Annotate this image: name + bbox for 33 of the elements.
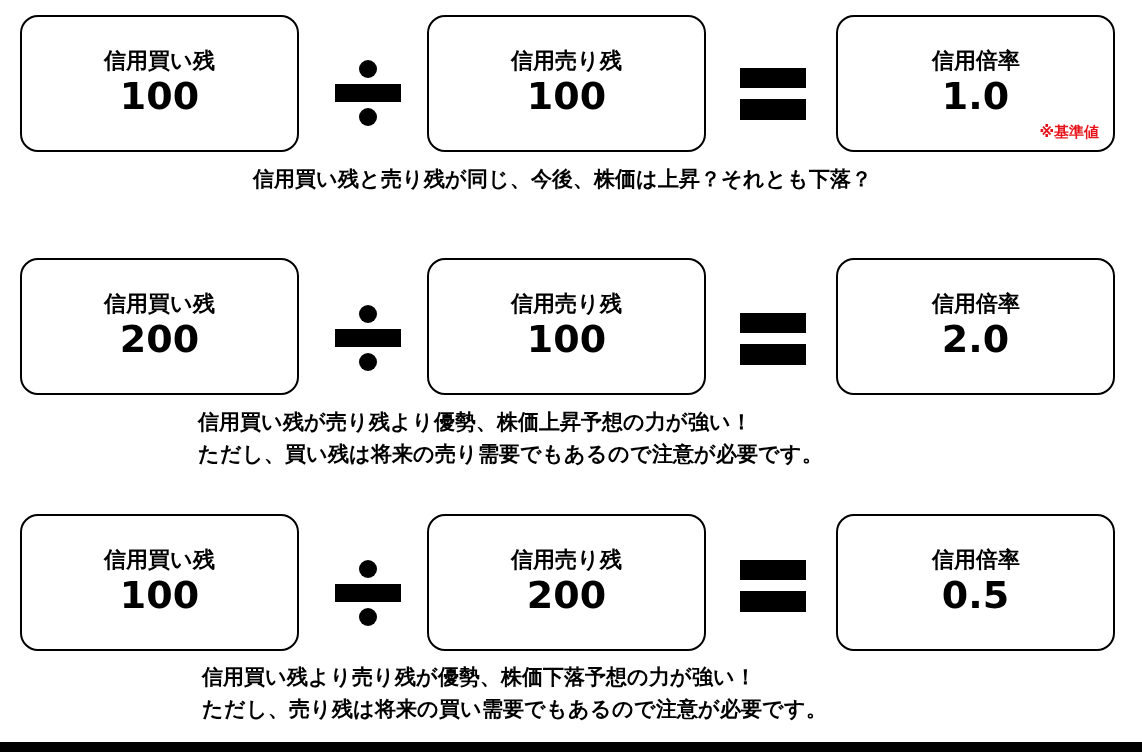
- box-value: 100: [119, 572, 200, 619]
- box-value: 100: [526, 316, 607, 363]
- value-box: [20, 258, 299, 395]
- explanation-text: 信用買い残と売り残が同じ、今後、株価は上昇？それとも下落？: [252, 166, 872, 193]
- box-value: 1.0: [941, 73, 1010, 120]
- box-heading: 信用倍率: [931, 290, 1020, 317]
- box-value: 200: [119, 316, 200, 363]
- explanation-text: 信用買い残が売り残より優勢、株価上昇予想の力が強い！: [198, 409, 752, 436]
- box-heading: 信用売り残: [511, 47, 622, 74]
- value-box: [20, 514, 299, 651]
- box-value: 2.0: [941, 316, 1010, 363]
- value-box: [20, 15, 299, 152]
- value-box: [836, 15, 1115, 152]
- value-box: [427, 15, 706, 152]
- box-heading: 信用売り残: [511, 290, 622, 317]
- value-box: [427, 258, 706, 395]
- box-heading: 信用買い残: [104, 47, 215, 74]
- explanation-text: ただし、売り残は将来の買い需要でもあるので注意が必要です。: [202, 696, 827, 723]
- box-heading: 信用買い残: [104, 546, 215, 573]
- explanation-text: 信用買い残より売り残が優勢、株価下落予想の力が強い！: [202, 664, 756, 691]
- box-value: 0.5: [941, 572, 1010, 619]
- note-text: ※基準値: [1039, 123, 1099, 142]
- value-box: [836, 258, 1115, 395]
- explanation-text: ただし、買い残は将来の売り需要でもあるので注意が必要です。: [198, 441, 823, 468]
- box-heading: 信用売り残: [511, 546, 622, 573]
- box-heading: 信用買い残: [104, 290, 215, 317]
- box-heading: 信用倍率: [931, 47, 1020, 74]
- value-box: [427, 514, 706, 651]
- box-value: 100: [119, 73, 200, 120]
- box-heading: 信用倍率: [931, 546, 1020, 573]
- value-box: [836, 514, 1115, 651]
- box-value: 100: [526, 73, 607, 120]
- box-value: 200: [526, 572, 607, 619]
